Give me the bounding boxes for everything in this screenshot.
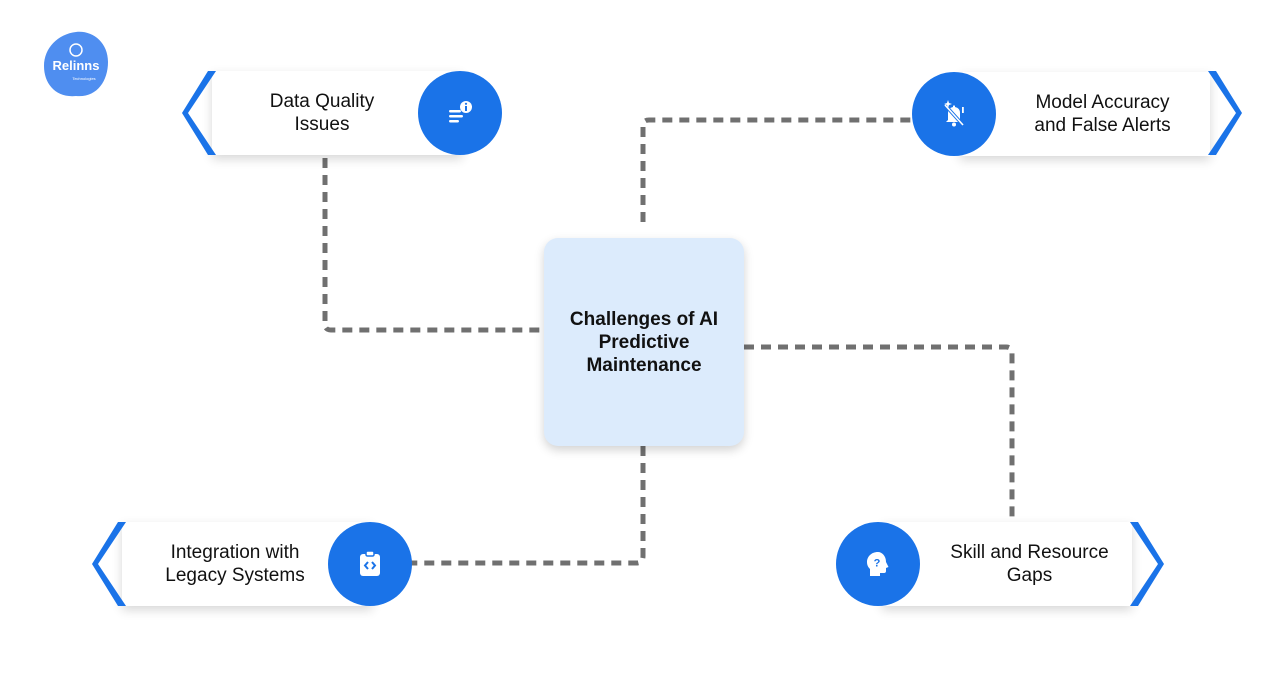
center-title: Challenges of AI Predictive Maintenance xyxy=(569,308,719,376)
card-label: Data Quality Issues xyxy=(269,91,375,135)
logo-tagline: Technologies xyxy=(72,76,95,81)
connector-bottom-right xyxy=(744,344,1015,522)
head-question-icon-circle: ? xyxy=(836,522,920,606)
connector-bottom-left xyxy=(410,446,646,566)
card-model-accuracy: Model Accuracy and False Alerts xyxy=(960,72,1210,156)
card-skill-resource-gaps: Skill and Resource Gaps xyxy=(882,522,1132,606)
company-logo: Relinns Technologies xyxy=(40,28,112,100)
chevron-left-icon xyxy=(182,69,216,157)
connector-top-left xyxy=(322,158,544,333)
data-info-icon-circle xyxy=(418,71,502,155)
code-clipboard-icon-circle xyxy=(328,522,412,606)
logo-blob-icon: Relinns Technologies xyxy=(44,31,108,97)
card-label: Skill and Resource Gaps xyxy=(950,542,1109,586)
alert-off-icon-circle xyxy=(912,72,996,156)
card-label: Integration with Legacy Systems xyxy=(165,542,305,586)
code-clipboard-icon xyxy=(360,550,380,576)
chevron-right-icon xyxy=(1130,520,1164,608)
card-label: Model Accuracy and False Alerts xyxy=(1034,92,1171,136)
chevron-left-icon xyxy=(92,520,126,608)
data-info-icon xyxy=(449,101,472,123)
center-topic-box: Challenges of AI Predictive Maintenance xyxy=(544,238,744,446)
head-question-icon: ? xyxy=(867,552,889,576)
chevron-right-icon xyxy=(1208,69,1242,157)
svg-text:?: ? xyxy=(874,558,881,570)
alert-off-icon xyxy=(943,100,965,127)
connector-top-right xyxy=(640,117,912,222)
logo-name: Relinns xyxy=(53,58,100,73)
